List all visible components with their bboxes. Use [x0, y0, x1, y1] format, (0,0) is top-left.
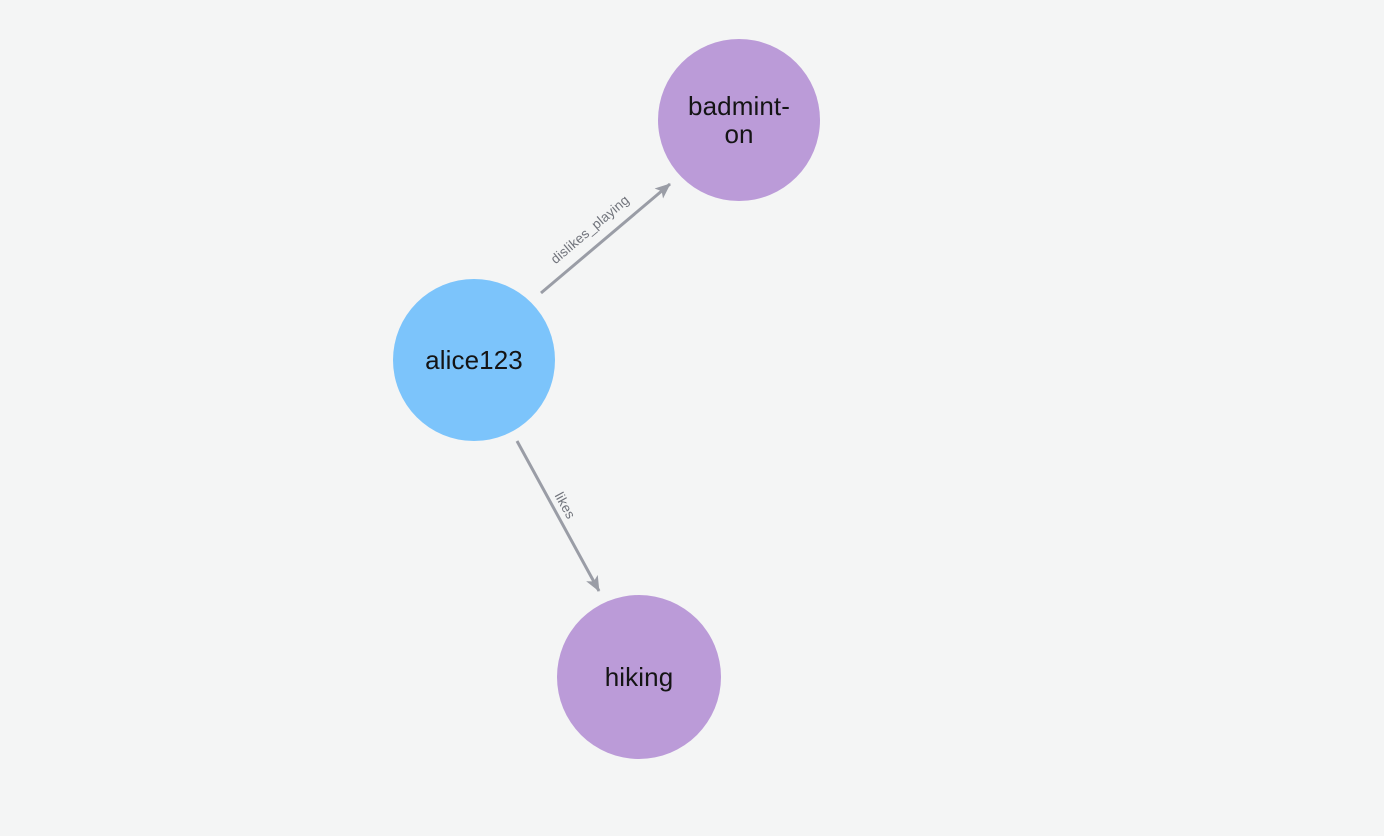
node-label: hiking [604, 662, 674, 692]
graph-node-badminton[interactable]: badmint- on [658, 39, 820, 201]
graph-node-hiking[interactable]: hiking [557, 595, 721, 759]
graph-node-alice123[interactable]: alice123 [393, 279, 555, 441]
graph-edge[interactable] [515, 440, 601, 592]
node-label: alice123 [425, 345, 523, 375]
graph-edge[interactable] [540, 182, 671, 295]
node-label: badmint- on [688, 91, 790, 149]
